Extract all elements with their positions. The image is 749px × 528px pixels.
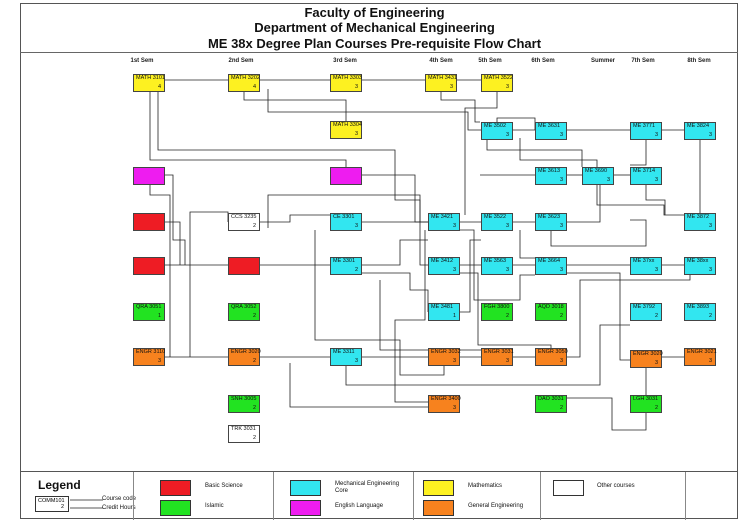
course-box-basic-science-3 — [228, 257, 260, 275]
course-box-basic-science-1 — [133, 213, 165, 231]
legend-sample-code: COMM101 — [38, 498, 65, 504]
legend-sample-box: COMM101 2 — [35, 496, 69, 512]
legend-sample-hours: 2 — [60, 504, 64, 510]
semester-label-summer: Summer — [590, 58, 616, 64]
legend-swatch-me-core — [290, 480, 321, 496]
legend-arrows — [70, 499, 103, 509]
legend-divider — [273, 472, 274, 520]
course-box-english-2 — [330, 167, 362, 185]
legend-label-islamic: Islamic — [205, 503, 224, 509]
legend-label-me-core: Mechanical Engineering Core — [335, 481, 400, 495]
legend-label-english: English Language — [335, 503, 384, 509]
legend-label-basic: Basic Science — [205, 483, 243, 489]
legend-divider — [413, 472, 414, 520]
course-box-english-1 — [133, 167, 165, 185]
semester-label-8: 8th Sem — [687, 58, 711, 64]
legend-divider — [133, 472, 134, 520]
legend: Legend COMM101 2 Course code Credit Hour… — [20, 471, 738, 520]
legend-divider — [540, 472, 541, 520]
legend-label-other: Other courses — [597, 483, 635, 489]
department-title: Department of Mechanical Engineering — [254, 20, 495, 35]
semester-label-3: 3rd Sem — [333, 58, 357, 64]
legend-swatch-general-engineering — [423, 500, 454, 516]
legend-title: Legend — [38, 478, 81, 492]
legend-course-code-label: Course code — [102, 496, 137, 502]
legend-label-general-engineering: General Engineering — [468, 503, 524, 509]
course-box-basic-science-2 — [133, 257, 165, 275]
legend-credit-hours-label: Credit Hours — [102, 505, 136, 511]
semester-label-7: 7th Sem — [631, 58, 655, 64]
semester-label-2: 2nd Sem — [228, 58, 254, 64]
legend-swatch-math — [423, 480, 454, 496]
legend-swatch-islamic — [160, 500, 191, 516]
semester-label-6: 6th Sem — [531, 58, 555, 64]
legend-swatch-english — [290, 500, 321, 516]
legend-divider — [685, 472, 686, 520]
chart-title: ME 38x Degree Plan Courses Pre-requisite… — [207, 36, 542, 51]
legend-swatch-basic — [160, 480, 191, 496]
semester-label-4: 4th Sem — [429, 58, 453, 64]
faculty-title: Faculty of Engineering — [304, 5, 445, 20]
semester-label-1: 1st Sem — [130, 58, 154, 64]
header-divider — [20, 52, 738, 53]
legend-label-math: Mathematics — [468, 483, 503, 489]
legend-swatch-other — [553, 480, 584, 496]
semester-label-5: 5th Sem — [478, 58, 502, 64]
